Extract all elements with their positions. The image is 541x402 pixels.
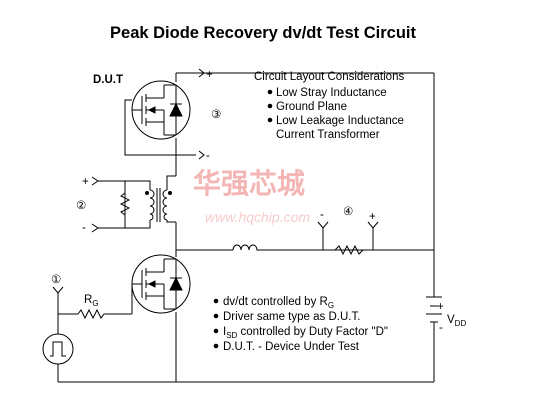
marker-2: ②: [76, 200, 86, 212]
circuit-wiring: [58, 72, 435, 383]
note-item: D.U.T. - Device Under Test: [223, 341, 360, 353]
test-notes: dv/dt controlled by RG Driver same type …: [213, 296, 388, 353]
vdd-label: VDD: [447, 314, 466, 328]
driver-mosfet: [108, 254, 191, 315]
note-item: ISD controlled by Duty Factor "D": [223, 326, 388, 340]
marker-4: ④: [343, 206, 353, 218]
vdd-source: [426, 296, 442, 323]
transformer-minus: -: [82, 222, 86, 234]
diagram-title: Peak Diode Recovery dv/dt Test Circuit: [110, 24, 416, 42]
current-transformer: [91, 175, 176, 233]
dut-mosfet: [131, 80, 191, 140]
considerations-heading: Circuit Layout Considerations: [254, 71, 404, 83]
gate-drive: [42, 286, 108, 382]
stray-inductance: [232, 244, 259, 251]
marker-1: ①: [51, 274, 61, 286]
watermark-logo: 华强芯城: [193, 167, 305, 200]
consideration-item: Current Transformer: [276, 129, 380, 141]
svg-text:-: -: [206, 150, 210, 162]
svg-text:+: +: [206, 69, 213, 81]
layout-considerations: Circuit Layout Considerations Low Stray …: [254, 71, 404, 141]
transformer-plus: +: [82, 176, 89, 188]
probe-section: [317, 221, 379, 256]
vdd-plus: +: [437, 301, 444, 313]
marker-3: ③: [211, 109, 221, 121]
dut-label: D.U.T: [93, 74, 123, 86]
consideration-item: Low Stray Inductance: [276, 87, 387, 99]
dut-minus-terminal: -: [198, 150, 210, 162]
consideration-item: Ground Plane: [276, 101, 347, 113]
dut-plus-terminal: +: [196, 68, 213, 81]
note-item: Driver same type as D.U.T.: [223, 311, 360, 323]
rg-label: RG: [84, 294, 99, 308]
watermark-url: www.hqchip.com: [205, 209, 310, 225]
note-item: dv/dt controlled by RG: [223, 296, 334, 310]
vdd-minus: -: [439, 322, 443, 334]
probe-minus: -: [320, 209, 324, 221]
probe-plus: +: [369, 211, 376, 223]
consideration-item: Low Leakage Inductance: [276, 115, 404, 127]
